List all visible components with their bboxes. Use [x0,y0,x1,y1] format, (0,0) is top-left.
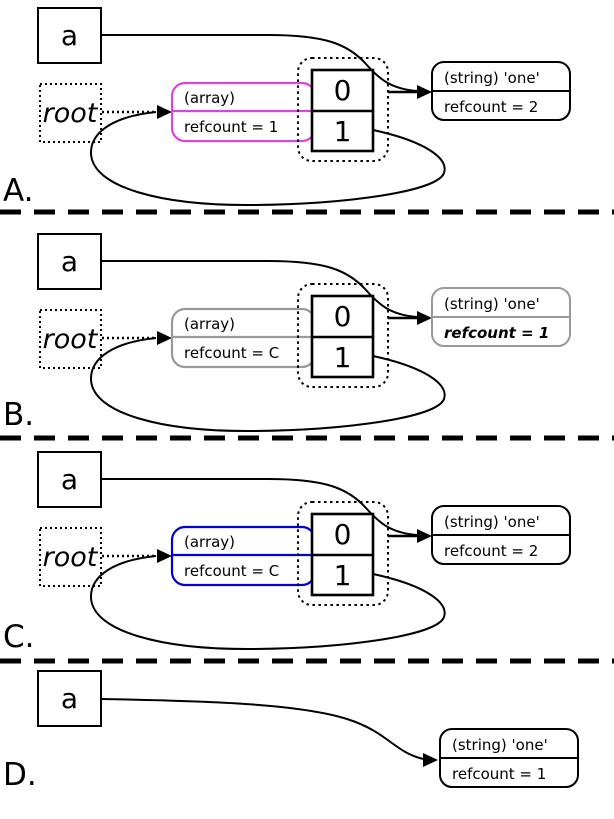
slot-0-label: 0 [334,74,352,107]
slots-outline [297,501,389,606]
arrowhead-root-to-array [157,331,172,345]
array-refcount-label: refcount = C [184,562,279,580]
root-box [39,83,102,143]
string-type-label: (string) 'one' [444,295,540,313]
var-box-label: a [61,463,78,496]
panel-label: D. [3,757,37,793]
edge-a-to-string [100,698,424,760]
root-box [39,527,102,587]
panel-b: a root (array) refcount = C 0 1 (string)… [3,233,571,433]
slot-0-label: 0 [334,300,352,333]
root-box [39,309,102,369]
root-box-label: root [43,98,99,129]
arrowhead-root-to-array [157,549,172,563]
array-refcount-label: refcount = 1 [184,118,278,136]
var-box-label: a [61,682,78,715]
root-box-label: root [43,542,99,573]
string-refcount-label: refcount = 2 [444,98,538,116]
var-box-label: a [61,19,78,52]
string-refcount-label: refcount = 1 [444,324,549,342]
edge-cycle-loop [89,555,446,651]
string-type-label: (string) 'one' [452,736,548,754]
array-refcount-label: refcount = C [184,344,279,362]
panel-label: A. [3,173,34,209]
var-box [37,670,102,727]
slot-0-label: 0 [334,518,352,551]
array-type-label: (array) [184,533,235,551]
slot-1-label: 1 [334,559,352,592]
slot-1-label: 1 [334,115,352,148]
string-refcount-label: refcount = 1 [452,765,546,783]
slots-outline [297,57,389,162]
edge-cycle-loop [89,111,446,207]
var-box-label: a [61,245,78,278]
string-type-label: (string) 'one' [444,513,540,531]
panel-c: a root (array) refcount = C 0 1 (string)… [3,451,571,655]
slot-1-label: 1 [334,341,352,374]
panel-label: C. [3,619,35,655]
arrowhead-slot0-to-string [417,85,432,99]
root-box-label: root [43,324,99,355]
string-type-label: (string) 'one' [444,69,540,87]
var-box [37,7,102,64]
slots-outline [297,283,389,388]
array-type-label: (array) [184,89,235,107]
arrowhead-a-to-string [423,753,438,767]
panel-label: B. [3,397,34,433]
panel-a: a root (array) refcount = 1 0 1 (string)… [3,7,571,209]
arrowhead-root-to-array [157,105,172,119]
arrowhead-slot0-to-string [417,529,432,543]
array-type-label: (array) [184,315,235,333]
arrowhead-slot0-to-string [417,311,432,325]
string-refcount-label: refcount = 2 [444,542,538,560]
edge-cycle-loop [89,337,446,433]
panel-d: a (string) 'one' refcount = 1 D. [3,670,579,793]
